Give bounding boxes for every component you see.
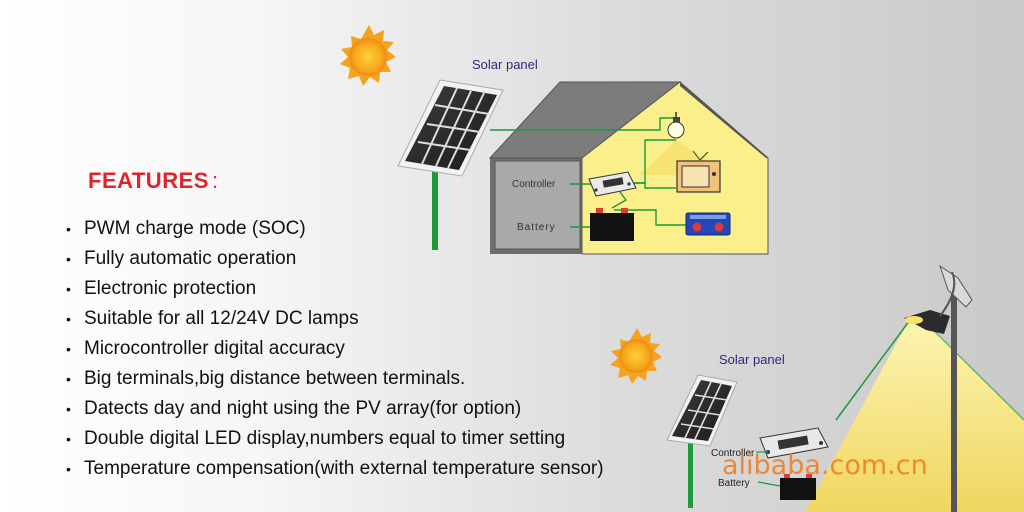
- controller-label: Controller: [512, 179, 556, 190]
- features-title: FEATURES:: [88, 168, 219, 194]
- feature-text: Big terminals,big distance between termi…: [84, 368, 466, 389]
- lightbulb-icon: [667, 112, 685, 139]
- features-list: •PWM charge mode (SOC) •Fully automatic …: [66, 214, 604, 484]
- watermark: alibaba.com.cn: [722, 450, 928, 481]
- streetlight-wiring: [756, 451, 781, 487]
- solar-panel-label: Solar panel: [719, 352, 785, 367]
- feature-item: •Microcontroller digital accuracy: [66, 338, 345, 359]
- feature-item: •Datects day and night using the PV arra…: [66, 398, 522, 419]
- feature-item: •Suitable for all 12/24V DC lamps: [66, 308, 359, 329]
- streetlight-pole-icon: [904, 264, 973, 512]
- feature-item: •Big terminals,big distance between term…: [66, 368, 466, 389]
- sun-icon: [610, 328, 662, 384]
- feature-text: Double digital LED display,numbers equal…: [84, 428, 566, 449]
- feature-item: •Temperature compensation(with external …: [66, 458, 604, 479]
- features-title-colon: :: [211, 168, 219, 193]
- feature-text: Datects day and night using the PV array…: [84, 398, 522, 419]
- battery-label: Battery: [718, 478, 750, 489]
- solar-panel-icon: [397, 79, 504, 250]
- feature-item: •Double digital LED display,numbers equa…: [66, 428, 566, 449]
- tv-icon: [676, 150, 721, 193]
- house-diagram: [488, 81, 769, 255]
- feature-text: Temperature compensation(with external t…: [84, 458, 604, 479]
- streetlight-beam: [805, 318, 1024, 512]
- house-wiring: [490, 117, 688, 228]
- sun-icon: [340, 25, 396, 86]
- feature-item: •PWM charge mode (SOC): [66, 218, 306, 239]
- solar-panel-label: Solar panel: [472, 57, 538, 72]
- feature-text: PWM charge mode (SOC): [84, 218, 306, 239]
- controller-icon: [759, 427, 829, 459]
- controller-icon: [588, 171, 637, 197]
- battery-icon: [590, 208, 634, 241]
- solar-panel-icon: [666, 374, 738, 508]
- feature-text: Fully automatic operation: [84, 248, 297, 269]
- feature-text: Suitable for all 12/24V DC lamps: [84, 308, 359, 329]
- feature-item: •Fully automatic operation: [66, 248, 297, 269]
- feature-text: Electronic protection: [84, 278, 257, 299]
- battery-label: Battery: [517, 222, 556, 233]
- feature-text: Microcontroller digital accuracy: [84, 338, 345, 359]
- features-title-text: FEATURES: [88, 168, 209, 193]
- controller-label: Controller: [711, 448, 755, 459]
- radio-icon: [685, 212, 731, 236]
- battery-icon: [780, 474, 816, 500]
- feature-item: •Electronic protection: [66, 278, 257, 299]
